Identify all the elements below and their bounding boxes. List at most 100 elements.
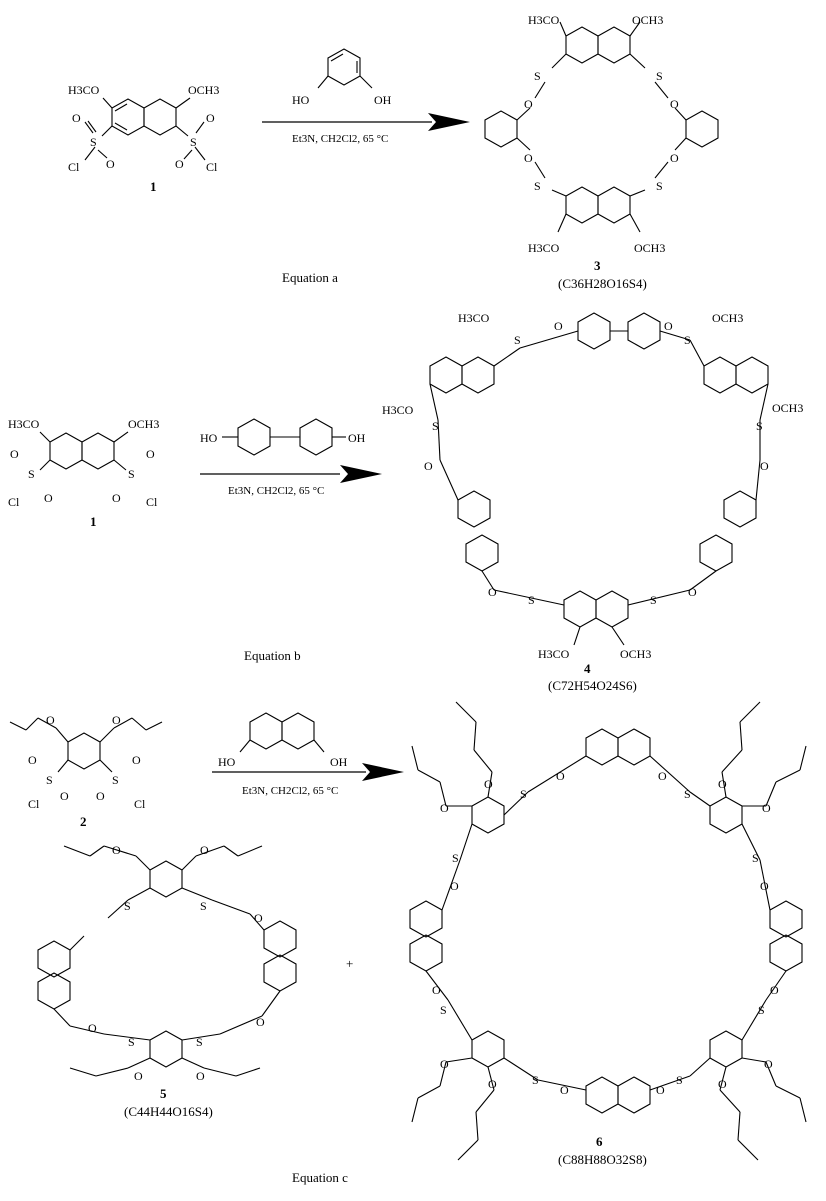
product-3-ome-tr: OCH3 (632, 13, 663, 27)
product-6-o-1: O (556, 769, 565, 783)
product-3-number: 3 (594, 258, 601, 273)
resorcinol-structure (317, 48, 373, 89)
product-4-s-4: S (756, 419, 763, 433)
product-6-o-5: O (432, 983, 441, 997)
reactant-1b-cl-right: Cl (146, 495, 158, 509)
product-5-number: 5 (160, 1086, 167, 1101)
equation-a: H3CO OCH3 S S O O O O Cl Cl 1 HO OH Et3N… (68, 13, 719, 291)
product-6-o-16: O (764, 1057, 773, 1071)
resorcinol-oh: OH (374, 93, 392, 107)
reactant-1-o3: O (206, 111, 215, 125)
biphenol-structure (222, 418, 346, 456)
product-6-s-1: S (520, 787, 527, 801)
product-4-ome-2: OCH3 (712, 311, 743, 325)
product-5-s-1: S (124, 899, 131, 913)
product-4-ome-4: OCH3 (772, 401, 803, 415)
product-3-o-r2: O (670, 151, 679, 165)
reactant-2-o1: O (28, 753, 37, 767)
reactant-1-ome-right: OCH3 (188, 83, 219, 97)
reactant-1-cl-left: Cl (68, 160, 80, 174)
reactant-2-cl-right: Cl (134, 797, 146, 811)
reactant-1b-ome-left: H3CO (8, 417, 40, 431)
reactant-2-number: 2 (80, 814, 87, 829)
reactant-2-s-left: S (46, 773, 53, 787)
product-4-formula: (C72H54O24S6) (548, 678, 637, 693)
reactant-2-o2: O (60, 789, 69, 803)
product-5-o-7: O (196, 1069, 205, 1083)
reactant-1-cl-right: Cl (206, 160, 218, 174)
arrow-b-head (340, 465, 382, 483)
product-6-s-7: S (532, 1073, 539, 1087)
product-5-s-3: S (128, 1035, 135, 1049)
reactant-2-s-right: S (112, 773, 119, 787)
product-3-s-br: S (656, 179, 663, 193)
product-6-s-3: S (452, 851, 459, 865)
product-3-structure (484, 21, 719, 233)
product-4-s-1: S (514, 333, 521, 347)
product-4-ome-3: H3CO (382, 403, 414, 417)
reactant-1-o1: O (72, 111, 81, 125)
product-3-s-tr: S (656, 69, 663, 83)
product-4-o-1: O (554, 319, 563, 333)
product-5-o-2: O (200, 843, 209, 857)
arrow-c-conditions: Et3N, CH2Cl2, 65 °C (242, 785, 338, 797)
equation-b-caption: Equation b (244, 648, 301, 663)
product-3-ome-tl: H3CO (528, 13, 560, 27)
reactant-1b-s-right: S (128, 467, 135, 481)
product-5-structure (37, 845, 297, 1077)
reactant-1b-o1: O (10, 447, 19, 461)
reactant-1-s-left: S (90, 135, 97, 149)
reactant-2-cl-left: Cl (28, 797, 40, 811)
product-6-o-9: O (484, 777, 493, 791)
product-5-o-4: O (88, 1021, 97, 1035)
reactant-1-number: 1 (150, 179, 157, 194)
reactant-1-o4: O (175, 157, 184, 171)
product-6-s-2: S (684, 787, 691, 801)
reactant-1b-structure (39, 431, 129, 471)
reactant-1-structure (84, 97, 206, 161)
product-6-o-2: O (658, 769, 667, 783)
arrow-c-head (362, 763, 404, 781)
product-5-o-3: O (254, 911, 263, 925)
naphthalenediol-structure (239, 712, 325, 753)
reactant-1b-s-left: S (28, 467, 35, 481)
biphenol-oh: OH (348, 431, 366, 445)
reactant-2-o-right: O (112, 713, 121, 727)
biphenol-ho: HO (200, 431, 218, 445)
reactant-1b-o2: O (44, 491, 53, 505)
product-3-o-l2: O (524, 151, 533, 165)
naphthalenediol-oh: OH (330, 755, 348, 769)
product-5-o-5: O (256, 1015, 265, 1029)
product-6-s-4: S (752, 851, 759, 865)
product-5-s-4: S (196, 1035, 203, 1049)
equation-a-caption: Equation a (282, 270, 338, 285)
product-5-o-6: O (134, 1069, 143, 1083)
product-6-formula: (C88H88O32S8) (558, 1152, 647, 1167)
arrow-b-conditions: Et3N, CH2Cl2, 65 °C (228, 485, 324, 497)
equation-b: H3CO OCH3 S S O O O O Cl Cl 1 HO OH Et3N… (8, 311, 803, 693)
product-6-number: 6 (596, 1134, 603, 1149)
product-6-s-8: S (676, 1073, 683, 1087)
product-5-o-1: O (112, 843, 121, 857)
product-4-s-5: S (528, 593, 535, 607)
product-3-ome-bl: H3CO (528, 241, 560, 255)
product-4-o-3: O (424, 459, 433, 473)
product-4-o-2: O (664, 319, 673, 333)
product-6-o-14: O (440, 1057, 449, 1071)
product-3-s-tl: S (534, 69, 541, 83)
product-4-s-3: S (432, 419, 439, 433)
product-6-structure (409, 701, 807, 1161)
product-6-o-13: O (488, 1077, 497, 1091)
reactant-2-o4: O (132, 753, 141, 767)
arrow-a-head (428, 113, 470, 131)
product-6-o-7: O (560, 1083, 569, 1097)
equation-c: O O S S O O O O Cl Cl 2 HO OH Et3N, CH2C… (9, 701, 807, 1185)
reactant-2-structure (9, 717, 163, 773)
reactant-1b-cl-left: Cl (8, 495, 20, 509)
reactant-1b-o4: O (112, 491, 121, 505)
arrow-a-conditions: Et3N, CH2Cl2, 65 °C (292, 133, 388, 145)
product-4-o-6: O (688, 585, 697, 599)
reactant-1-o2: O (106, 157, 115, 171)
resorcinol-ho: HO (292, 93, 310, 107)
